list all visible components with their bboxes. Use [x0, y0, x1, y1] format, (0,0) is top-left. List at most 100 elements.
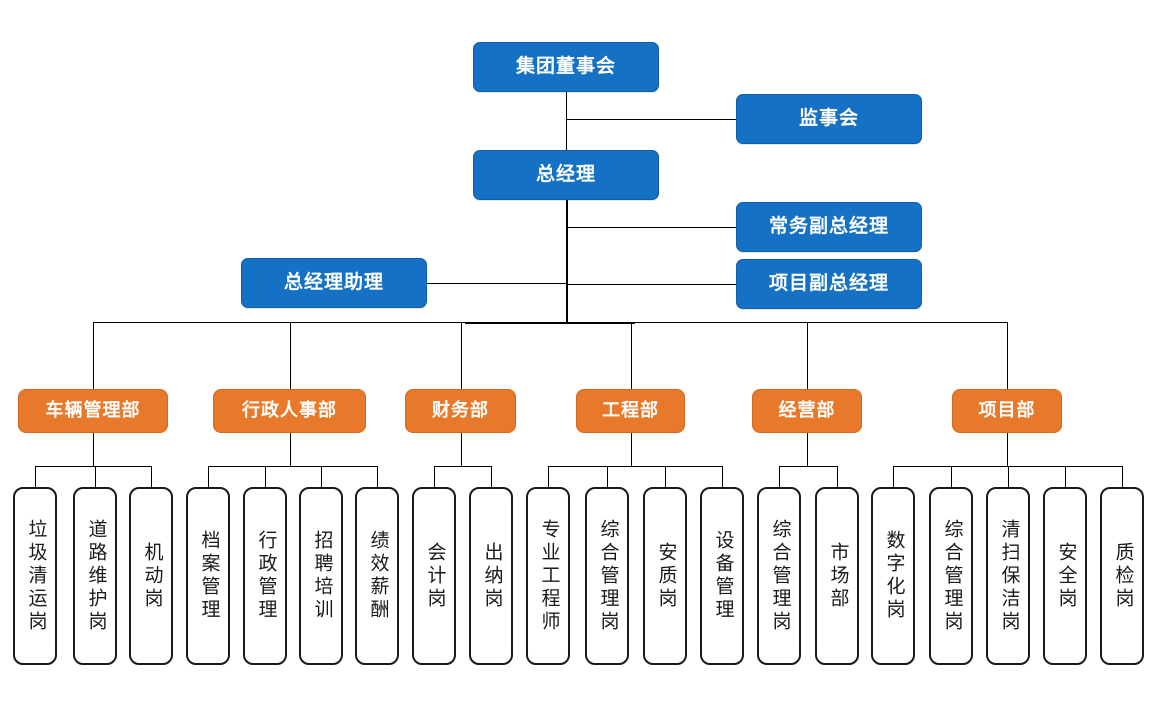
connector-vertical — [434, 466, 435, 487]
connector-vertical — [95, 466, 96, 487]
position-label: 安全岗 — [1055, 541, 1077, 611]
connector-vertical — [807, 433, 808, 466]
connector-vertical — [1008, 466, 1009, 487]
connector-vertical — [290, 433, 291, 466]
position-label: 数字化岗 — [883, 530, 905, 622]
connector-vertical — [35, 466, 36, 487]
position-label: 出纳岗 — [481, 541, 503, 611]
connector-vertical — [265, 466, 266, 487]
department-label: 工程部 — [602, 400, 659, 421]
connector-vertical — [1122, 466, 1123, 487]
connector-horizontal — [566, 119, 736, 120]
connector-vertical — [631, 322, 632, 389]
connector-horizontal — [465, 322, 635, 324]
connector-vertical — [151, 466, 152, 487]
node-position[interactable]: 综合管理岗 — [757, 487, 801, 665]
connector-vertical — [807, 322, 808, 389]
connector-vertical — [951, 466, 952, 487]
connector-vertical — [491, 466, 492, 487]
department-label: 项目部 — [978, 400, 1036, 421]
node-position[interactable]: 质检岗 — [1100, 487, 1144, 665]
position-label: 垃圾清运岗 — [25, 518, 47, 634]
connector-vertical — [461, 322, 462, 389]
node-general-manager[interactable]: 总经理 — [473, 150, 659, 200]
node-position[interactable]: 招聘培训 — [299, 487, 343, 665]
connector-vertical — [1065, 466, 1066, 487]
node-position[interactable]: 档案管理 — [186, 487, 230, 665]
position-label: 机动岗 — [141, 541, 163, 611]
connector-horizontal — [779, 466, 837, 467]
connector-vertical — [722, 466, 723, 487]
node-department-project[interactable]: 项目部 — [952, 389, 1062, 433]
node-department-vehicle[interactable]: 车辆管理部 — [18, 389, 168, 433]
connector-vertical — [566, 92, 567, 150]
position-label: 市场部 — [827, 541, 849, 611]
node-position[interactable]: 行政管理 — [243, 487, 287, 665]
connector-vertical — [1007, 322, 1008, 389]
department-label: 行政人事部 — [242, 400, 337, 421]
node-supervisory-board[interactable]: 监事会 — [736, 94, 922, 144]
department-label: 车辆管理部 — [45, 400, 141, 421]
connector-horizontal — [35, 466, 151, 467]
department-label: 财务部 — [432, 400, 489, 421]
connector-horizontal — [566, 227, 736, 228]
node-position[interactable]: 清扫保洁岗 — [986, 487, 1030, 665]
node-general-manager-assistant[interactable]: 总经理助理 — [241, 258, 427, 308]
node-position[interactable]: 安质岗 — [643, 487, 687, 665]
position-label: 清扫保洁岗 — [998, 518, 1020, 634]
node-position[interactable]: 绩效薪酬 — [355, 487, 399, 665]
connector-vertical — [1007, 433, 1008, 466]
connector-vertical — [208, 466, 209, 487]
connector-horizontal — [566, 284, 736, 285]
node-position[interactable]: 综合管理岗 — [929, 487, 973, 665]
node-position[interactable]: 出纳岗 — [469, 487, 513, 665]
position-label: 专业工程师 — [538, 518, 560, 634]
node-group-board[interactable]: 集团董事会 — [473, 42, 659, 92]
position-label: 会计岗 — [424, 541, 446, 611]
connector-vertical — [837, 466, 838, 487]
position-label: 行政管理 — [255, 530, 277, 622]
connector-vertical — [93, 433, 94, 466]
node-project-vice-general-manager[interactable]: 项目副总经理 — [736, 259, 922, 309]
position-label: 综合管理岗 — [597, 518, 619, 634]
node-position[interactable]: 垃圾清运岗 — [13, 487, 57, 665]
position-label: 绩效薪酬 — [367, 530, 389, 622]
position-label: 招聘培训 — [311, 530, 333, 622]
position-label: 质检岗 — [1112, 541, 1134, 611]
node-department-admin-hr[interactable]: 行政人事部 — [213, 389, 366, 433]
node-position[interactable]: 数字化岗 — [871, 487, 915, 665]
connector-horizontal — [548, 466, 722, 467]
node-position[interactable]: 安全岗 — [1043, 487, 1087, 665]
connector-horizontal — [427, 283, 566, 284]
position-label: 道路维护岗 — [85, 518, 107, 634]
connector-vertical — [566, 200, 568, 322]
node-position[interactable]: 综合管理岗 — [585, 487, 629, 665]
connector-vertical — [548, 466, 549, 487]
connector-vertical — [461, 433, 462, 466]
connector-vertical — [93, 322, 94, 389]
connector-vertical — [377, 466, 378, 487]
connector-vertical — [779, 466, 780, 487]
node-position[interactable]: 机动岗 — [129, 487, 173, 665]
connector-vertical — [321, 466, 322, 487]
node-department-operations[interactable]: 经营部 — [752, 389, 862, 433]
node-department-engineering[interactable]: 工程部 — [576, 389, 685, 433]
connector-vertical — [893, 466, 894, 487]
position-label: 设备管理 — [712, 530, 734, 622]
node-position[interactable]: 设备管理 — [700, 487, 744, 665]
connector-vertical — [631, 433, 632, 466]
node-position[interactable]: 会计岗 — [412, 487, 456, 665]
node-position[interactable]: 专业工程师 — [526, 487, 570, 665]
position-label: 安质岗 — [655, 541, 677, 611]
node-executive-vice-general-manager[interactable]: 常务副总经理 — [736, 202, 922, 252]
connector-horizontal — [893, 466, 1122, 467]
connector-horizontal — [434, 466, 491, 467]
node-position[interactable]: 市场部 — [815, 487, 859, 665]
position-label: 综合管理岗 — [941, 518, 963, 634]
position-label: 档案管理 — [198, 530, 220, 622]
node-department-finance[interactable]: 财务部 — [405, 389, 516, 433]
connector-vertical — [607, 466, 608, 487]
connector-horizontal — [208, 466, 377, 467]
node-position[interactable]: 道路维护岗 — [73, 487, 117, 665]
